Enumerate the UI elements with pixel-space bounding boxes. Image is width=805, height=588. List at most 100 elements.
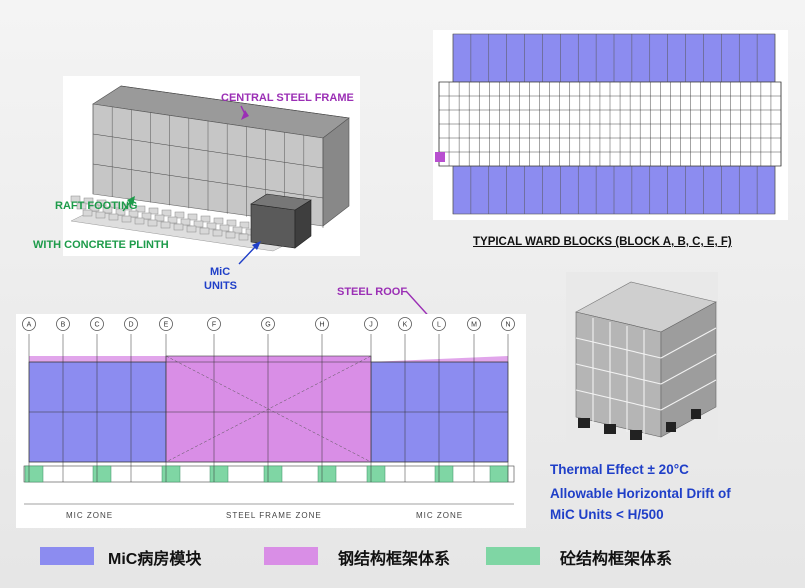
isometric-model-panel: CENTRAL STEEL FRAME RAFT FOOTING WITH CO… [33,76,360,256]
concrete-footing [209,465,229,483]
plinth-block [180,218,191,226]
grid-axis-bubble [467,317,481,331]
plinth-block [173,223,184,231]
grid-axis-label: L [437,322,441,329]
mic-unit-render [566,272,718,447]
plinth-block [89,204,100,212]
grid-axis-label: M [471,322,477,329]
plinth-block [193,220,204,228]
grid-axis-label: J [369,322,373,329]
legend-label-mic: MiC病房模块 [108,551,202,568]
grid-axis-bubble [90,317,104,331]
unit-frame-line [660,327,717,359]
mic-zone-right: MIC ZONE [416,511,464,520]
grid-axis-label: K [403,322,408,329]
plinth-block [128,210,139,218]
plinth-block [200,215,211,223]
drift-note-line1: Allowable Horizontal Drift of [550,486,731,501]
grid-axis-bubble [501,317,515,331]
plinth-block [121,215,132,223]
legend-label-steel: 钢结构框架体系 [338,551,451,568]
grid-axis-bubble [364,317,378,331]
steel-roof-label: STEEL ROOF [337,286,408,298]
concrete-footing [24,465,44,483]
unit-frame-line [575,363,662,385]
grid-axis-bubble [56,317,70,331]
raft-footing-label: RAFT FOOTING [55,200,138,212]
plinth-block [186,225,197,233]
grid-axis-label: E [164,322,169,329]
grid-axis-label: N [505,322,510,329]
mic-units-arrow [238,241,261,265]
plinth-block [239,221,250,229]
drift-note-line2: MiC Units < H/500 [550,507,664,522]
plinth-block [206,222,217,230]
mic-units-label: MiC [210,266,231,278]
legend-swatch-mic [40,547,94,565]
raft-footing-label-line2: WITH CONCRETE PLINTH [33,239,169,251]
thermal-effect-note: Thermal Effect ± 20°C [550,462,689,477]
mic-units-label-line2: UNITS [204,280,237,292]
plinth-block [122,203,133,211]
isometric-model-drawing [70,85,350,252]
plinth-block [161,209,172,217]
plinth-block [226,219,237,227]
grid-axis-bubble [315,317,329,331]
plinth-block [238,233,249,241]
concrete-footing [489,465,509,483]
plinth-block [225,231,236,239]
concrete-footing [366,465,386,483]
steel-frame-zone: STEEL FRAME ZONE [226,511,322,520]
grid-axis-label: F [212,322,216,329]
grid-axis-label: C [94,322,99,329]
legend-label-concrete: 砼结构框架体系 [560,551,673,568]
plinth-block [232,226,243,234]
unit-frame-line [575,389,662,411]
plinth-block [199,227,210,235]
plinth-block [109,201,120,209]
grid-axis-label: A [27,322,32,329]
plinth-block [70,195,81,203]
unit-frame-line [660,379,717,411]
mic-zone-left: MIC ZONE [66,511,114,520]
plinth-block [141,212,152,220]
concrete-footing [92,465,112,483]
concrete-footing [317,465,337,483]
grid-axis-bubble [432,317,446,331]
plinth-block [213,217,224,225]
concrete-footing [161,465,181,483]
floor-plan-drawing [435,33,782,215]
plinth-block [134,217,145,225]
grid-axis-label: H [319,322,324,329]
unit-frame-line [660,353,717,385]
plinth-block [102,206,113,214]
plinth-block [219,224,230,232]
legend-swatch-concrete [486,547,540,565]
grid-axis-bubble [22,317,36,331]
unit-frame-line [575,337,662,359]
plinth-block [83,197,94,205]
plinth-block [187,213,198,221]
plinth-block [108,213,119,221]
grid-axis-label: D [128,322,133,329]
plinth-block [115,208,126,216]
ward-floor-plan [433,30,788,220]
central-steel-frame-label: CENTRAL STEEL FRAME [221,92,354,104]
typical-ward-blocks-caption: TYPICAL WARD BLOCKS (BLOCK A, B, C, E, F… [473,236,732,248]
grid-axis-bubble [207,317,221,331]
mic-unit-render-drawing [566,272,718,447]
plinth-block [147,219,158,227]
plinth-block [82,209,93,217]
plinth-block [95,211,106,219]
legend-swatch-steel [264,547,318,565]
plinth-block [160,221,171,229]
grid-axis-bubble [159,317,173,331]
concrete-footing [434,465,454,483]
grid-axis-bubble [124,317,138,331]
grid-axis-bubble [398,317,412,331]
plinth-block [76,202,87,210]
plinth-block [174,211,185,219]
grid-axis-bubble [261,317,275,331]
